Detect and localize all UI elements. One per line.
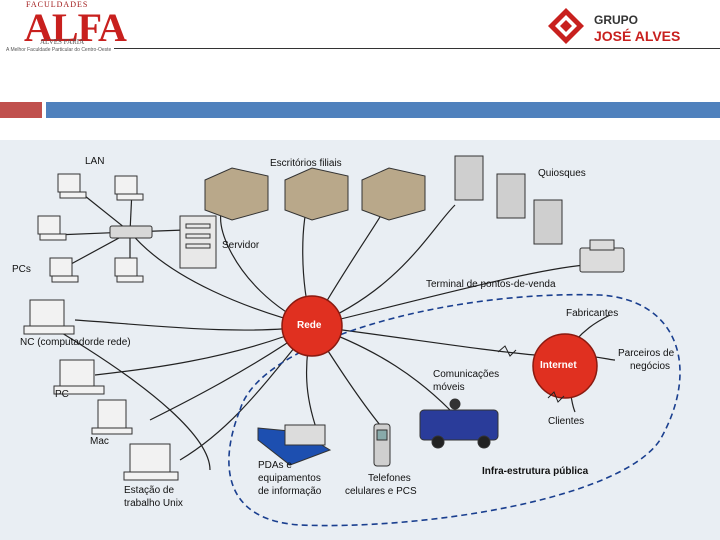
label-comunicacoes-1: Comunicações xyxy=(433,369,500,380)
label-pdas-3: de informação xyxy=(258,486,322,497)
label-servidor: Servidor xyxy=(222,240,260,251)
slide-header: FACULDADES ALFA ALVES FARIA A Melhor Fac… xyxy=(0,0,720,60)
alfa-logo-tagline: A Melhor Faculdade Particular do Centro-… xyxy=(6,47,112,53)
kiosk-icons xyxy=(454,155,563,245)
lan-hub-icon xyxy=(109,225,153,239)
label-infra: Infra-estrutura pública xyxy=(482,466,589,477)
internet-node-icon xyxy=(532,333,598,399)
label-fabricantes: Fabricantes xyxy=(566,308,619,319)
label-pcs: PCs xyxy=(12,264,31,275)
label-telefones-1: Telefones xyxy=(368,473,411,484)
accent-bar-red xyxy=(0,102,42,118)
gja-logo-line2: JOSÉ ALVES xyxy=(594,28,681,44)
alfa-logo-sub: ALVES FARIA xyxy=(40,38,85,46)
label-pdas-1: PDAs e xyxy=(258,460,292,471)
label-terminal: Terminal de pontos-de-venda xyxy=(426,279,556,290)
public-infrastructure-boundary xyxy=(228,293,681,527)
gja-logo-line1: GRUPO xyxy=(594,13,639,27)
grupo-jose-alves-logo-icon xyxy=(548,8,584,44)
diagram-artwork xyxy=(23,155,681,527)
label-pc: PC xyxy=(55,389,69,400)
pos-terminal-icon xyxy=(579,239,625,273)
label-quiosques: Quiosques xyxy=(538,168,586,179)
label-pdas-2: equipamentos xyxy=(258,473,321,484)
label-nc: NC (computadorde rede) xyxy=(20,337,131,348)
rede-node-icon xyxy=(281,295,343,357)
label-rede: Rede xyxy=(297,320,322,331)
label-mac: Mac xyxy=(90,436,109,447)
client-device-icons xyxy=(23,299,179,481)
label-unix-1: Estação de xyxy=(124,485,175,496)
label-lan: LAN xyxy=(85,156,105,167)
label-clientes: Clientes xyxy=(548,416,585,427)
mobile-van-icon xyxy=(419,398,499,449)
pda-icon xyxy=(257,424,332,466)
cell-phone-icon xyxy=(373,423,391,467)
label-unix-2: trabalho Unix xyxy=(124,498,183,509)
network-diagram: LAN Escritórios filiais Quiosques Servid… xyxy=(0,140,720,540)
label-filiais: Escritórios filiais xyxy=(270,158,342,169)
lan-pc-icons xyxy=(37,173,144,283)
alfa-logo: ALFA xyxy=(24,5,127,50)
alfa-logo-top: FACULDADES xyxy=(26,0,89,9)
header-rule xyxy=(114,48,720,49)
label-internet: Internet xyxy=(540,360,577,371)
label-parceiros-2: negócios xyxy=(630,361,671,372)
server-icon xyxy=(179,215,217,269)
accent-bar-blue xyxy=(46,102,720,118)
label-telefones-2: celulares e PCS xyxy=(345,486,417,497)
label-comunicacoes-2: móveis xyxy=(433,382,465,393)
branch-office-icons xyxy=(204,167,426,221)
label-parceiros-1: Parceiros de xyxy=(618,348,675,359)
wireless-link-lines xyxy=(497,345,565,403)
